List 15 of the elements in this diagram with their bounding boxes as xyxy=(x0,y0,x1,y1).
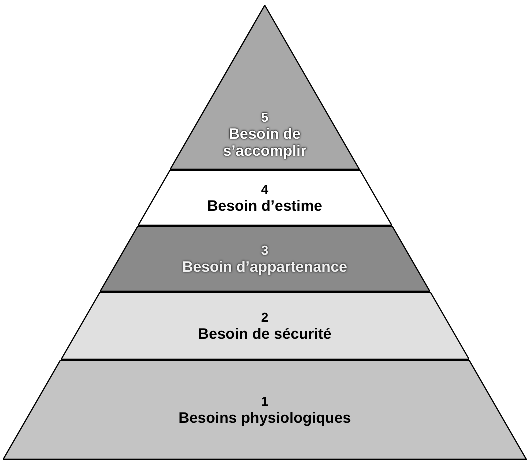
tier-label: Besoins physiologiques xyxy=(178,410,352,427)
pyramid-tier xyxy=(138,170,392,226)
tier-label: Besoin de s’accomplir xyxy=(222,126,308,160)
tier-number: 1 xyxy=(261,393,269,410)
tier-number: 3 xyxy=(261,242,269,259)
pyramid-tier xyxy=(100,226,430,292)
tier-label: Besoin de sécurité xyxy=(198,326,332,343)
tier-number: 2 xyxy=(261,309,269,326)
tier-number: 5 xyxy=(261,109,269,126)
pyramid-tier xyxy=(60,292,470,360)
pyramid-tier xyxy=(170,5,360,170)
pyramid-tier xyxy=(3,360,527,460)
tier-label: Besoin d’appartenance xyxy=(182,259,348,276)
tier-label: Besoin d’estime xyxy=(207,198,323,215)
tier-number: 4 xyxy=(261,181,269,198)
